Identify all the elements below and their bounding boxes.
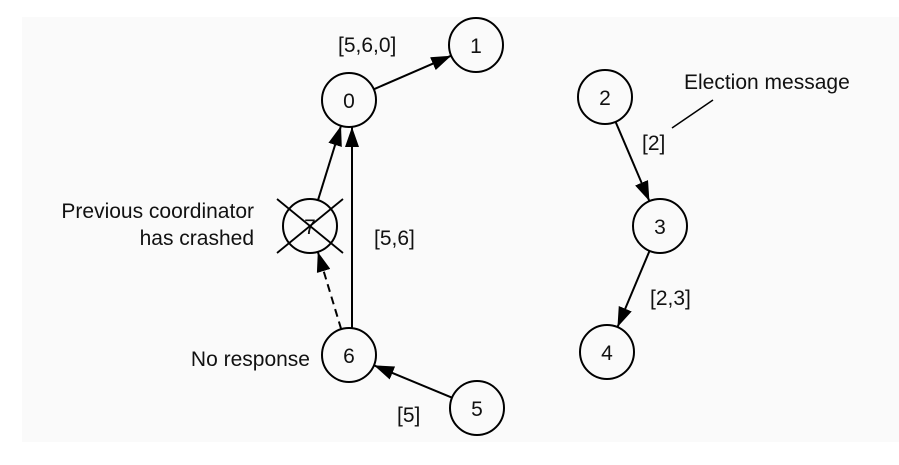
election-message-annotation: Election message xyxy=(684,71,850,94)
node-0: 0 xyxy=(321,72,377,128)
node-label: 3 xyxy=(654,216,666,239)
labels: [5,6,0] [5,6] [5] [2] [2,3] Previous coo… xyxy=(61,34,849,427)
node-circle xyxy=(321,72,377,128)
crashed-annotation-line1: Previous coordinator xyxy=(61,200,254,223)
node-label: 4 xyxy=(601,342,613,365)
crashed-annotation-line2: has crashed xyxy=(140,227,254,250)
node-label: 6 xyxy=(343,345,355,368)
edge-0-1 xyxy=(373,54,452,91)
node-label: 7 xyxy=(304,216,316,239)
edge-7-0 xyxy=(317,125,342,201)
node-6: 6 xyxy=(321,327,377,383)
node-label: 1 xyxy=(470,35,482,58)
edge-label-6-0: [5,6] xyxy=(374,227,415,250)
node-4: 4 xyxy=(579,324,635,380)
election-message-leader-line xyxy=(671,99,714,129)
node-5: 5 xyxy=(449,380,505,436)
nodes: 0 1 2 3 4 5 6 7 xyxy=(276,17,688,436)
node-circle xyxy=(579,324,635,380)
node-label: 0 xyxy=(343,90,355,113)
edges xyxy=(316,54,651,399)
diagram-background xyxy=(22,17,899,442)
edge-6-7 xyxy=(316,251,343,330)
node-circle xyxy=(449,380,505,436)
node-circle xyxy=(321,327,377,383)
node-circle xyxy=(632,198,688,254)
node-circle xyxy=(577,69,633,125)
edge-2-3 xyxy=(614,121,651,202)
crash-cross-line xyxy=(276,198,344,254)
node-1: 1 xyxy=(448,17,504,73)
node-label: 5 xyxy=(471,398,483,421)
edge-3-4 xyxy=(616,250,651,328)
no-response-annotation: No response xyxy=(191,348,310,371)
node-circle xyxy=(448,17,504,73)
node-3: 3 xyxy=(632,198,688,254)
edge-label-0-1: [5,6,0] xyxy=(338,34,396,57)
edge-5-6 xyxy=(373,364,453,399)
edge-label-2-3: [2] xyxy=(642,132,665,155)
edge-label-5-6: [5] xyxy=(397,404,420,427)
node-label: 2 xyxy=(599,87,611,110)
node-7: 7 xyxy=(276,198,344,254)
node-2: 2 xyxy=(577,69,633,125)
edge-label-3-4: [2,3] xyxy=(650,287,691,310)
